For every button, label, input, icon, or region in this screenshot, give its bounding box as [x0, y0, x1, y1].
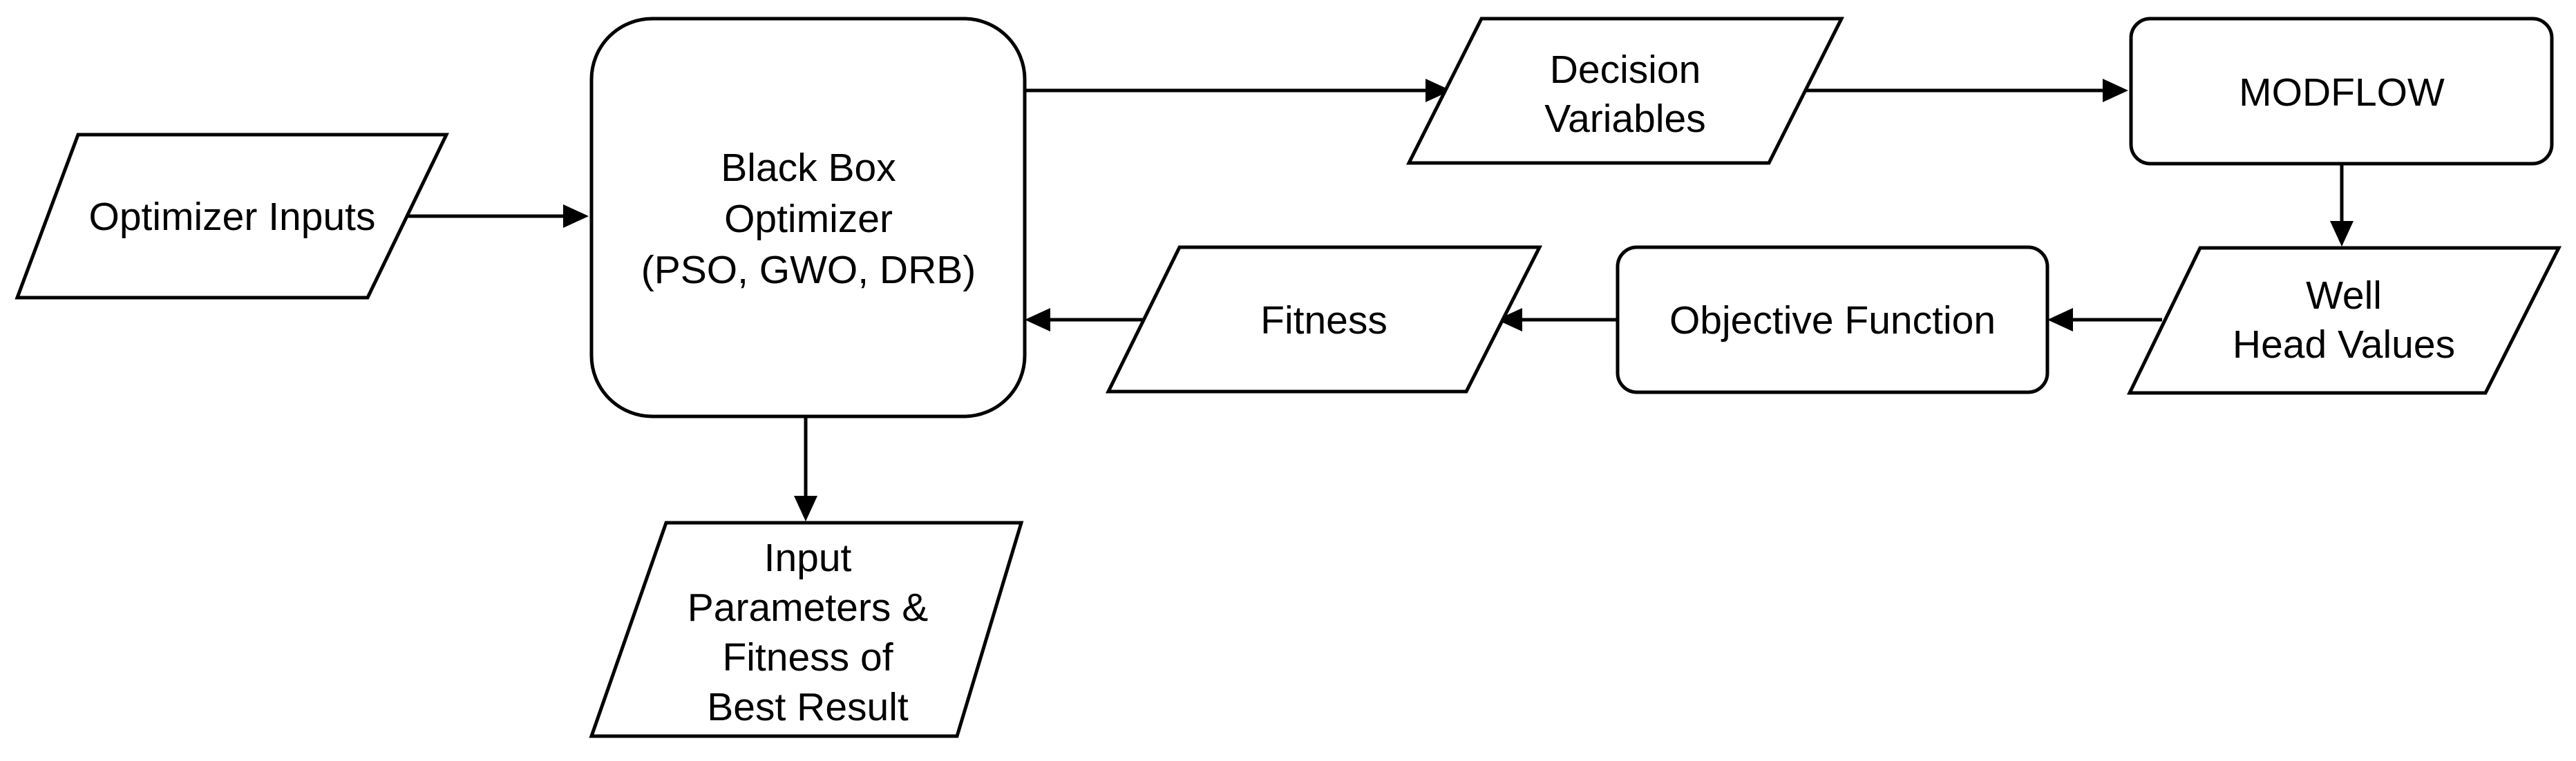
node-objective-function-label-1: Objective Function: [1669, 298, 1996, 343]
node-black-box-label-2: Optimizer: [724, 197, 893, 241]
edge-objective-function-to-fitness: [1497, 308, 1618, 331]
node-black-box-label-3: (PSO, GWO, DRB): [641, 248, 976, 292]
node-optimizer-inputs-label-1: Optimizer Inputs: [89, 195, 376, 239]
node-well-head-values: Well Head Values: [2127, 246, 2562, 395]
edge-decision-variables-to-modflow: [1794, 79, 2128, 102]
edge-well-head-to-objective-function: [2047, 308, 2162, 331]
node-best-result-label-2: Parameters &: [688, 586, 928, 630]
node-well-head-label-1: Well: [2306, 273, 2382, 318]
node-modflow-label-1: MODFLOW: [2239, 70, 2445, 115]
edge-modflow-to-well-head: [2330, 164, 2354, 247]
edge-black-box-to-decision-variables: [1025, 79, 1451, 102]
node-decision-variables-label-2: Variables: [1544, 97, 1705, 141]
edge-black-box-to-best-result: [794, 416, 817, 521]
node-best-result: Input Parameters & Fitness of Best Resul…: [589, 521, 1024, 738]
node-fitness-label-1: Fitness: [1260, 298, 1388, 343]
edge-fitness-to-black-box: [1025, 308, 1149, 331]
node-modflow: MODFLOW: [2129, 17, 2554, 166]
edge-optimizer-inputs-to-black-box: [404, 204, 589, 228]
node-best-result-label-4: Best Result: [707, 685, 909, 729]
edges: [404, 79, 2354, 521]
node-best-result-label-1: Input: [764, 536, 852, 580]
node-fitness: Fitness: [1105, 245, 1543, 394]
node-black-box-optimizer: Black Box Optimizer (PSO, GWO, DRB): [589, 17, 1027, 418]
node-best-result-label-3: Fitness of: [722, 635, 893, 680]
node-objective-function: Objective Function: [1616, 245, 2049, 394]
node-black-box-label-1: Black Box: [721, 146, 896, 190]
node-optimizer-inputs: Optimizer Inputs: [15, 133, 449, 300]
node-decision-variables: Decision Variables: [1405, 17, 1845, 165]
node-decision-variables-label-1: Decision: [1550, 48, 1701, 92]
node-well-head-label-2: Head Values: [2233, 322, 2455, 367]
